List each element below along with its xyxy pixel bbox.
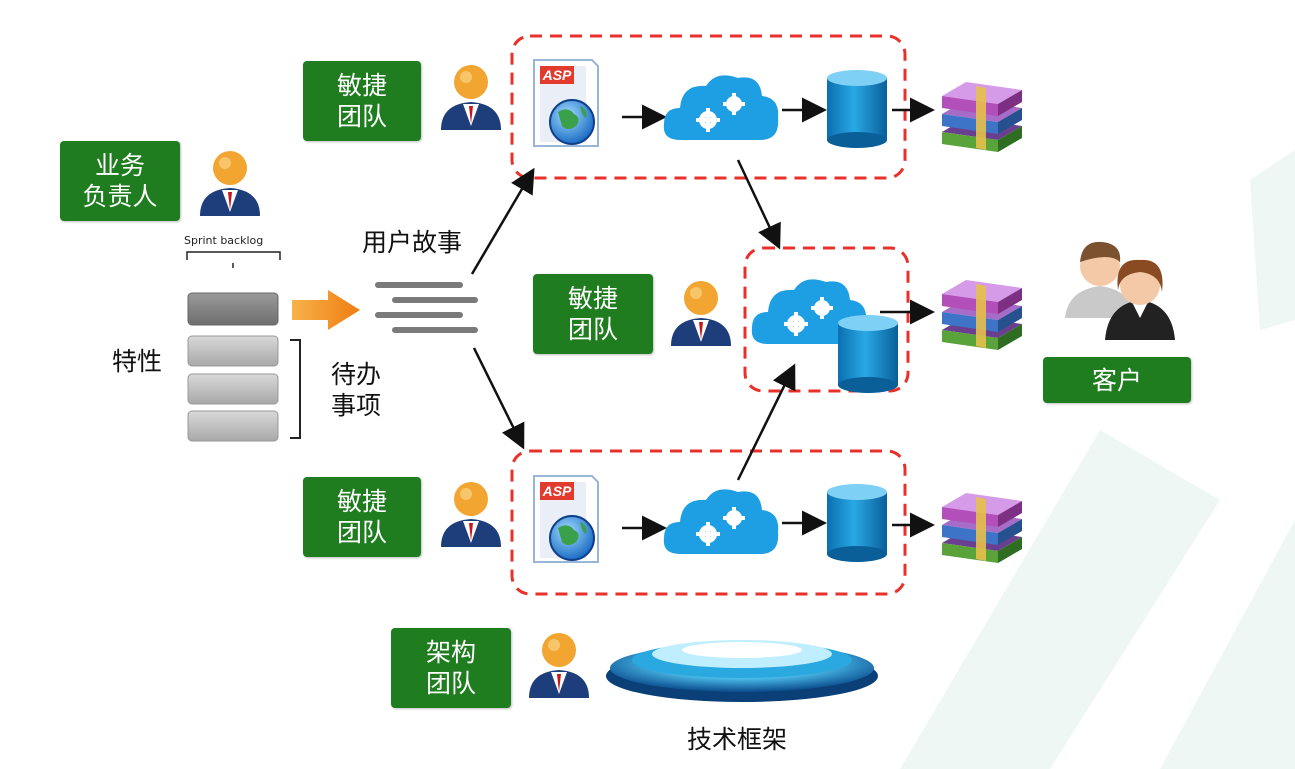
mid-database-icon <box>838 315 898 393</box>
top-asp-globe-icon <box>533 59 599 147</box>
user-story-lines <box>375 282 478 333</box>
orange-arrow <box>292 290 360 330</box>
architecture-team-label: 架构 团队 <box>391 628 511 708</box>
business-owner-label: 业务 负责人 <box>60 141 180 221</box>
user-stories-label: 用户故事 <box>362 228 463 257</box>
agile-team-bottom-label: 敏捷 团队 <box>303 477 421 557</box>
top-cloud-gears-icon <box>661 73 781 143</box>
customer-label: 客户 <box>1043 357 1191 403</box>
mid-team-dashed-box <box>743 246 910 393</box>
agile-team-bottom-line1: 敏捷 <box>336 487 387 516</box>
bottom-asp-globe-icon <box>533 475 599 563</box>
tech-framework-label: 技术框架 <box>687 725 788 754</box>
architecture-person-icon <box>529 633 589 698</box>
business-owner-line1: 业务 <box>94 151 145 180</box>
business-owner-line2: 负责人 <box>82 182 158 211</box>
customer-text: 客户 <box>1091 365 1142 395</box>
agile-team-bottom-line2: 团队 <box>336 518 387 547</box>
agile-team-mid-label: 敏捷 团队 <box>533 274 653 354</box>
architecture-team-line2: 团队 <box>425 669 476 698</box>
top-team-person-icon <box>441 65 501 130</box>
agile-team-top-label: 敏捷 团队 <box>303 61 421 141</box>
agile-team-top-line1: 敏捷 <box>336 71 387 100</box>
agile-team-top-line2: 团队 <box>336 102 387 131</box>
architecture-team-line1: 架构 <box>425 638 476 667</box>
backlog-items-line2: 事项 <box>331 391 382 420</box>
top-database-icon <box>827 70 887 148</box>
backlog-stack <box>186 251 301 442</box>
top-archive-icon <box>942 82 1022 152</box>
business-owner-person-icon <box>200 151 260 216</box>
mid-archive-icon <box>942 280 1022 350</box>
agile-team-mid-line2: 团队 <box>567 315 618 344</box>
tech-platform-icon <box>606 640 878 702</box>
bottom-cloud-gears-icon <box>661 487 781 556</box>
customers-icon <box>1065 241 1175 340</box>
bottom-database-icon <box>827 484 887 562</box>
bottom-team-person-icon <box>441 482 501 547</box>
bottom-archive-icon <box>942 493 1022 563</box>
agile-team-mid-line1: 敏捷 <box>567 284 618 313</box>
backlog-items-label: 待办 事项 <box>331 359 381 421</box>
sprint-backlog-label: Sprint backlog <box>184 234 264 247</box>
mid-team-person-icon <box>671 281 731 346</box>
backlog-items-line1: 待办 <box>331 360 382 389</box>
features-label: 特性 <box>112 347 163 376</box>
